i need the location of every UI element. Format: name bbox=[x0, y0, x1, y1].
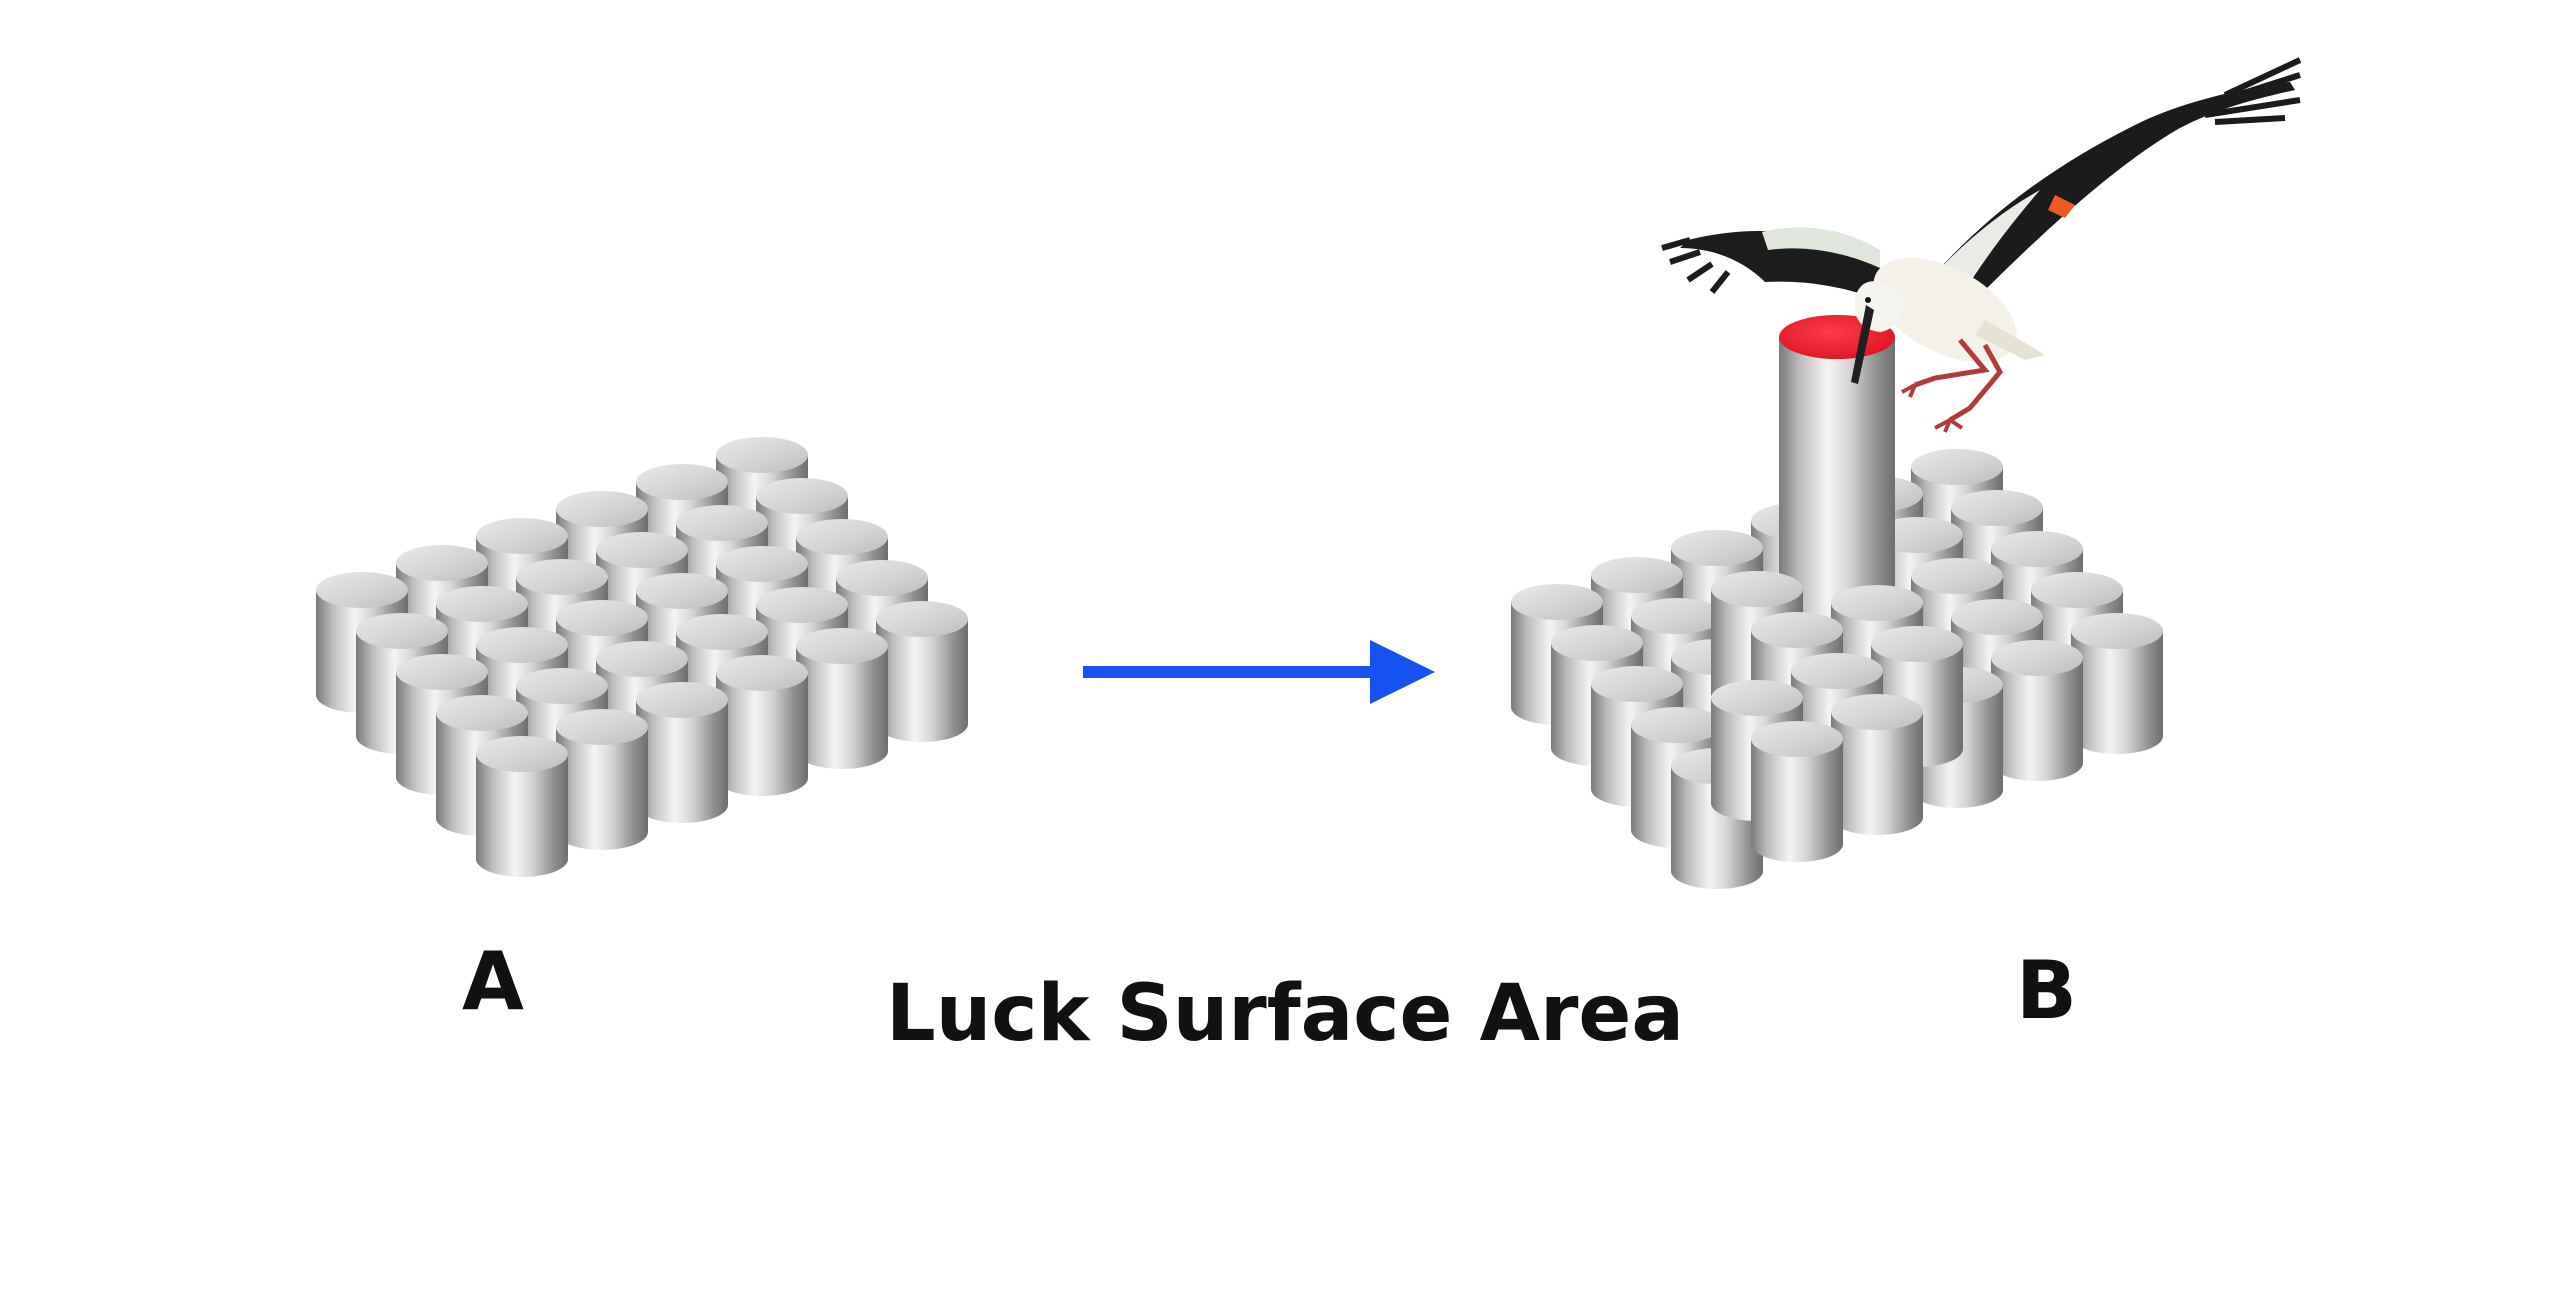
arrow-icon bbox=[1083, 640, 1435, 704]
grid-b-label: B bbox=[2016, 944, 2077, 1037]
pillar bbox=[1831, 694, 1923, 835]
pillar bbox=[556, 709, 648, 850]
stork-icon bbox=[1661, 57, 2302, 433]
pillar bbox=[796, 628, 888, 769]
pillar bbox=[1751, 721, 1843, 862]
grid-a-label: A bbox=[462, 935, 524, 1028]
pillar-grid-b bbox=[1511, 315, 2163, 889]
pillar bbox=[636, 682, 728, 823]
pillar bbox=[1991, 640, 2083, 781]
pillar bbox=[876, 601, 968, 742]
pillar bbox=[716, 655, 808, 796]
pillar bbox=[476, 736, 568, 877]
diagram-caption: Luck Surface Area bbox=[886, 969, 1684, 1059]
pillar-grid-a bbox=[316, 437, 968, 877]
pillar bbox=[2071, 613, 2163, 754]
